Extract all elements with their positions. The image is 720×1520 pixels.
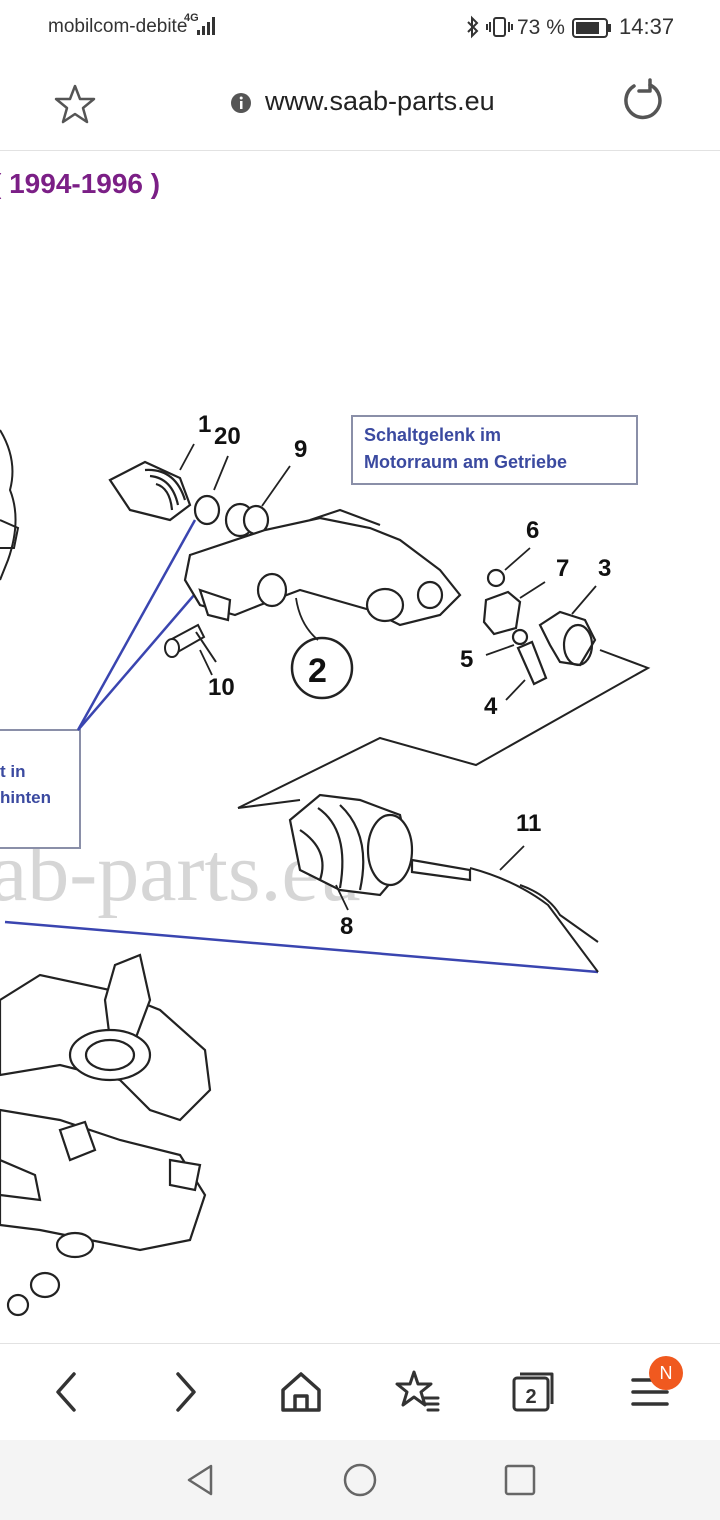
reload-icon[interactable] (620, 78, 666, 124)
callout-top-line1: Schaltgelenk im (364, 425, 501, 445)
bottom-toolbar (0, 1343, 720, 1441)
info-icon[interactable] (230, 92, 252, 114)
page-heading: ( 1994-1996 ) (0, 168, 161, 199)
network-type: 4G (184, 12, 199, 24)
tabs-button[interactable]: 2 (504, 1362, 564, 1422)
callout-left-line2: hinten (0, 788, 51, 807)
system-home-icon[interactable] (341, 1461, 379, 1499)
parts-diagram: ab-parts.eu Schaltgelenk im Motorraum am… (0, 411, 651, 1317)
forward-icon[interactable] (154, 1362, 214, 1422)
bookmarks-icon[interactable] (388, 1362, 448, 1422)
address-bar (0, 58, 720, 151)
carrier-name: mobilcom-debite (48, 16, 188, 37)
battery-icon (572, 18, 611, 38)
part-label-4: 4 (484, 693, 498, 720)
status-bar (0, 0, 720, 58)
vibrate-icon (486, 17, 513, 37)
callout-left-line1: t in (0, 762, 26, 781)
callout-left-box (0, 729, 81, 849)
part-label-3: 3 (598, 555, 611, 582)
notification-badge: N (649, 1356, 683, 1390)
part-label-10: 10 (208, 674, 235, 701)
home-icon[interactable] (271, 1362, 331, 1422)
back-icon[interactable] (38, 1362, 98, 1422)
part-2-circle (290, 636, 354, 700)
part-label-6: 6 (526, 517, 539, 544)
part-label-9: 9 (294, 436, 307, 463)
system-navigation-bar (0, 1440, 720, 1520)
system-back-icon[interactable] (183, 1462, 219, 1498)
signal-icon (197, 17, 215, 35)
clock: 14:37 (619, 14, 675, 39)
url-text[interactable]: www.saab-parts.eu (265, 86, 495, 116)
part-label-8: 8 (340, 913, 353, 940)
system-recents-icon[interactable] (503, 1463, 537, 1497)
tabs-icon (512, 1372, 554, 1412)
callout-top-box (351, 415, 638, 485)
part-label-5: 5 (460, 646, 473, 673)
bluetooth-icon (467, 15, 479, 39)
part-label-2: 2 (308, 652, 327, 690)
callout-top-line2: Motorraum am Getriebe (364, 452, 567, 472)
part-label-20: 20 (214, 423, 241, 450)
star-icon[interactable] (54, 83, 96, 125)
battery-percent: 73 % (517, 16, 565, 39)
part-label-11: 11 (516, 810, 541, 837)
part-label-7: 7 (556, 555, 569, 582)
tabs-count: 2 (525, 1386, 537, 1408)
part-label-1: 1 (198, 411, 211, 438)
